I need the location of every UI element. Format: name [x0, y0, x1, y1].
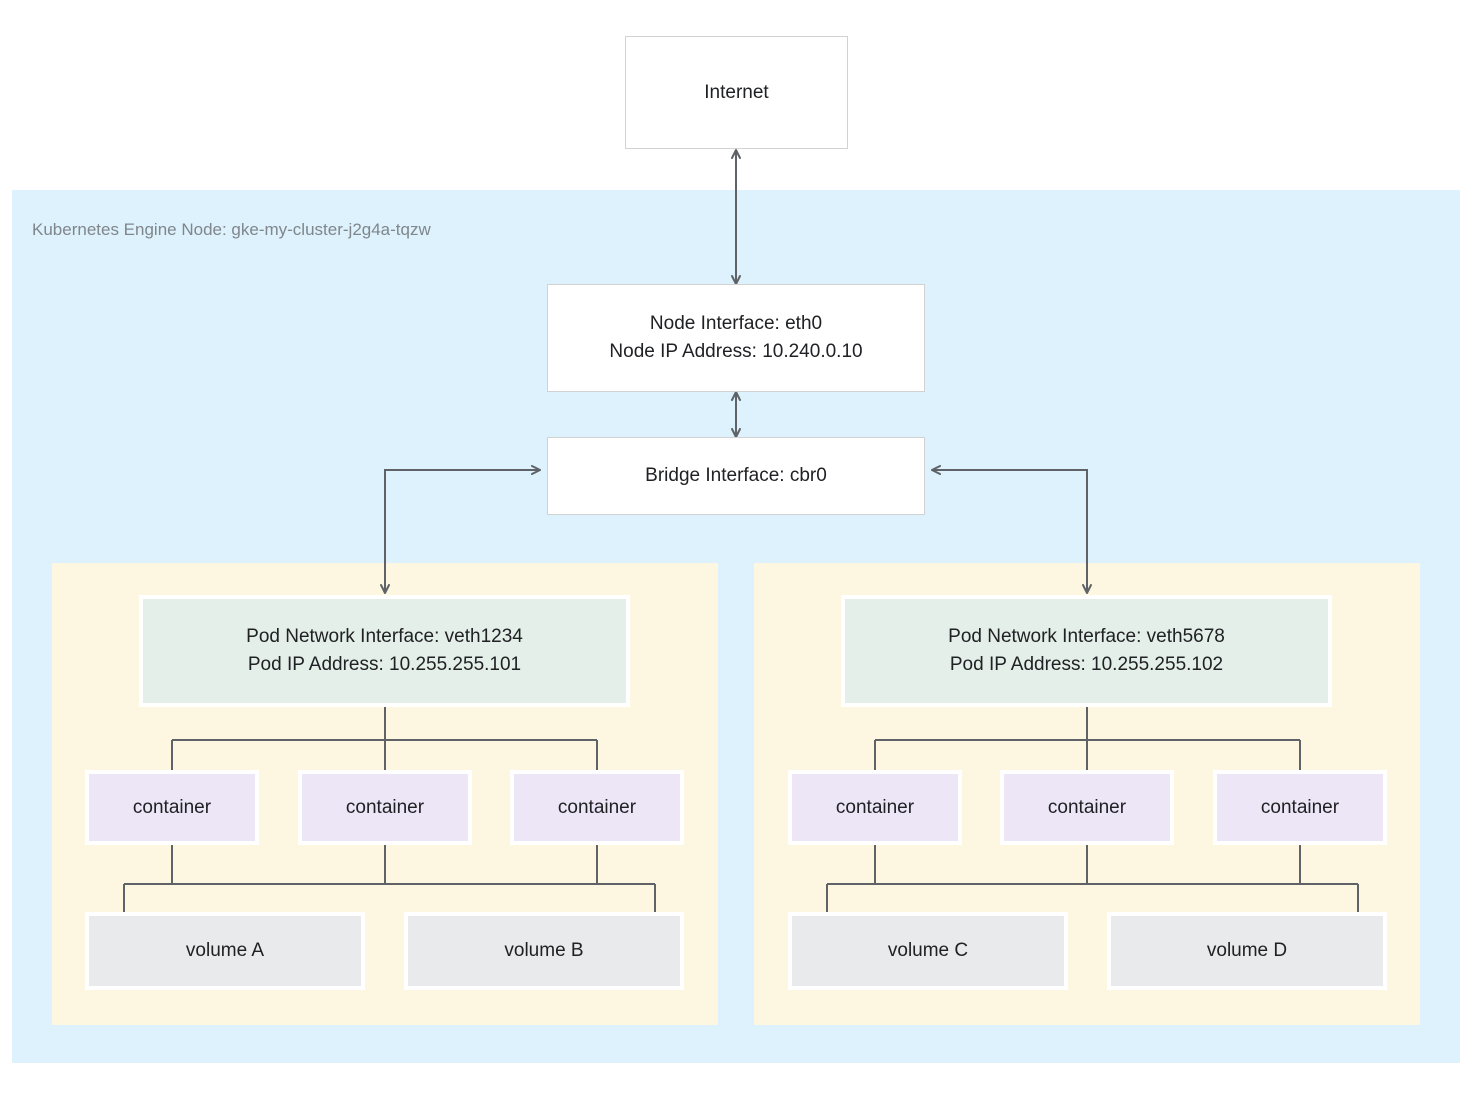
container-right-1-label: container	[835, 796, 915, 818]
node-interface-line1: Node Interface: eth0	[649, 313, 823, 334]
pod-right-network-interface: Pod Network Interface: veth5678 Pod IP A…	[841, 595, 1332, 707]
kubernetes-node-label: Kubernetes Engine Node: gke-my-cluster-j…	[32, 220, 431, 239]
container-right-3: container	[1213, 770, 1387, 845]
internet-label: Internet	[704, 81, 769, 103]
bridge-interface-label: Bridge Interface: cbr0	[645, 465, 827, 486]
volume-a: volume A	[85, 912, 365, 990]
container-right-3-label: container	[1260, 796, 1340, 818]
volume-b-label: volume B	[504, 940, 584, 961]
container-left-3-label: container	[557, 796, 637, 818]
bridge-interface-box: Bridge Interface: cbr0	[547, 437, 925, 515]
container-left-1: container	[85, 770, 259, 845]
node-interface-box: Node Interface: eth0 Node IP Address: 10…	[547, 284, 925, 392]
pod-right-iface-line1: Pod Network Interface: veth5678	[948, 626, 1225, 647]
internet-box: Internet	[625, 36, 848, 149]
pod-right-iface-line2: Pod IP Address: 10.255.255.102	[949, 654, 1224, 675]
container-left-2: container	[298, 770, 472, 845]
container-right-1: container	[788, 770, 962, 845]
pod-left-network-interface: Pod Network Interface: veth1234 Pod IP A…	[139, 595, 630, 707]
container-left-2-label: container	[345, 796, 425, 818]
volume-b: volume B	[404, 912, 684, 990]
container-left-3: container	[510, 770, 684, 845]
volume-a-label: volume A	[185, 940, 265, 961]
volume-d-label: volume D	[1206, 940, 1288, 961]
volume-c: volume C	[788, 912, 1068, 990]
node-interface-line2: Node IP Address: 10.240.0.10	[609, 341, 863, 362]
volume-c-label: volume C	[887, 940, 969, 961]
pod-left-iface-line2: Pod IP Address: 10.255.255.101	[247, 654, 522, 675]
container-right-2: container	[1000, 770, 1174, 845]
container-left-1-label: container	[132, 796, 212, 818]
volume-d: volume D	[1107, 912, 1387, 990]
container-right-2-label: container	[1047, 796, 1127, 818]
pod-left-iface-line1: Pod Network Interface: veth1234	[246, 626, 523, 647]
